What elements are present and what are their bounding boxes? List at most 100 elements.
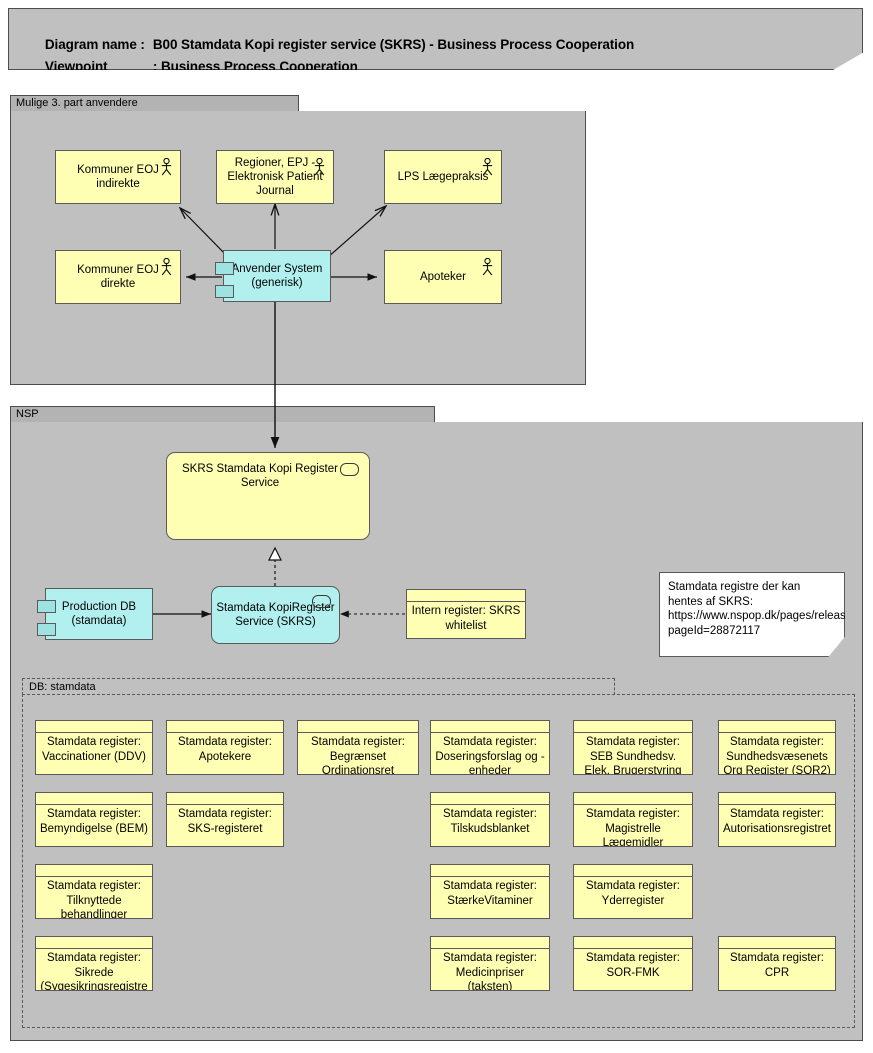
register-label: Stamdata register: SOR-FMK	[586, 952, 680, 979]
register-label: Stamdata register: Autorisationsregistre…	[722, 808, 832, 835]
register-box[interactable]: Stamdata register: SOR-FMK	[573, 936, 693, 991]
internal-register-skrs-whitelist[interactable]: Intern register: SKRS whitelist	[406, 589, 526, 639]
register-box[interactable]: Stamdata register: Sundhedsvæsenets Org …	[718, 720, 836, 775]
register-box[interactable]: Stamdata register: Tilknyttede behandlin…	[35, 864, 153, 919]
actor-label: Kommuner EOJ direkte	[77, 264, 159, 290]
box-body: Intern register: SKRS whitelist	[407, 602, 525, 638]
service-label: SKRS Stamdata Kopi Register Service	[182, 463, 338, 489]
box-body: Stamdata register: Tilknyttede behandlin…	[36, 877, 152, 918]
box-body: Stamdata register: Autorisationsregistre…	[719, 805, 835, 846]
register-label: Stamdata register: Yderregister	[586, 880, 680, 907]
component-tab-icon	[215, 262, 234, 275]
box-body: Stamdata register: Bemyndigelse (BEM)	[36, 805, 152, 846]
service-skrs-stamdata-kopi-register[interactable]: SKRS Stamdata Kopi Register Service	[166, 452, 370, 540]
register-box[interactable]: Stamdata register: Yderregister	[573, 864, 693, 919]
actor-label: Regioner, EPJ - Elektronisk Patient Jour…	[227, 157, 323, 197]
actor-icon	[161, 258, 172, 276]
box-body: Stamdata register: Magistrelle Lægemidle…	[574, 805, 692, 846]
box-header-strip	[36, 865, 152, 877]
register-box[interactable]: Stamdata register: Bemyndigelse (BEM)	[35, 792, 153, 847]
register-label: Stamdata register: Vaccinationer (DDV)	[42, 736, 146, 763]
box-body: Stamdata register: Tilskudsblanket	[431, 805, 549, 846]
component-stamdata-kopiregister-service[interactable]: Stamdata KopiRegister Service (SKRS)	[211, 586, 340, 644]
component-label: Anvender System (generisk)	[231, 263, 323, 289]
viewpoint-value: : Business Process Cooperation	[152, 59, 358, 74]
box-header-strip	[36, 793, 152, 805]
box-header-strip	[719, 937, 835, 949]
register-box[interactable]: Stamdata register: Vaccinationer (DDV)	[35, 720, 153, 775]
box-header-strip	[167, 793, 283, 805]
register-box[interactable]: Stamdata register: Autorisationsregistre…	[718, 792, 836, 847]
box-header-strip	[431, 721, 549, 733]
actor-icon	[314, 158, 325, 176]
box-header-strip	[36, 937, 152, 949]
component-anvender-system[interactable]: Anvender System (generisk)	[215, 250, 331, 302]
register-label: Stamdata register: CPR	[730, 952, 824, 979]
box-header-strip	[431, 865, 549, 877]
box-body: Stamdata register: Apotekere	[167, 733, 283, 774]
register-box[interactable]: Stamdata register: CPR	[718, 936, 836, 991]
note-text: Stamdata registre der kan hentes af SKRS…	[668, 581, 873, 637]
diagram-title-banner: Diagram name : B00 Stamdata Kopi register…	[8, 8, 863, 70]
component-tab-icon	[215, 285, 234, 298]
register-box[interactable]: Stamdata register: SKS-registeret	[166, 792, 284, 847]
interface-icon	[312, 595, 331, 608]
component-production-db[interactable]: Production DB (stamdata)	[37, 588, 153, 640]
register-box[interactable]: Stamdata register: Sikrede (Sygesikrings…	[35, 936, 153, 991]
actor-apoteker[interactable]: Apoteker	[384, 250, 502, 304]
component-label: Production DB (stamdata)	[61, 601, 137, 627]
component-tab-icon	[37, 600, 56, 613]
register-box[interactable]: Stamdata register: Apotekere	[166, 720, 284, 775]
group-third-party: Mulige 3. part anvendere	[10, 95, 586, 385]
register-box[interactable]: Stamdata register: Begrænset Ordinations…	[297, 720, 419, 775]
register-label: Stamdata register: StærkeVitaminer	[443, 880, 537, 907]
box-header-strip	[298, 721, 418, 733]
actor-icon	[482, 258, 493, 276]
box-body: Stamdata register: Yderregister	[574, 877, 692, 918]
box-header-strip	[574, 865, 692, 877]
box-header-strip	[167, 721, 283, 733]
component-tab-icon	[37, 623, 56, 636]
box-header-strip	[719, 793, 835, 805]
box-body: Stamdata register: Medicinpriser (takste…	[431, 949, 549, 990]
register-label: Stamdata register: Bemyndigelse (BEM)	[39, 808, 148, 835]
diagram-name-line: Diagram name : B00 Stamdata Kopi register…	[23, 22, 634, 67]
actor-label: LPS Lægepraksis	[397, 171, 489, 183]
actor-label: Kommuner EOJ indirekte	[77, 164, 159, 190]
register-box[interactable]: Stamdata register: SEB Sundhedsv. Elek. …	[573, 720, 693, 775]
register-label: Stamdata register: Tilskudsblanket	[443, 808, 537, 835]
register-box[interactable]: Stamdata register: Doseringsforslag og -…	[430, 720, 550, 775]
actor-icon	[482, 158, 493, 176]
box-header-strip	[719, 721, 835, 733]
actor-regioner-epj[interactable]: Regioner, EPJ - Elektronisk Patient Jour…	[216, 150, 334, 204]
actor-lps-laegepraksis[interactable]: LPS Lægepraksis	[384, 150, 502, 204]
box-header-strip	[407, 590, 525, 602]
register-label: Stamdata register: SKS-registeret	[178, 808, 272, 835]
group-third-party-label: Mulige 3. part anvendere	[10, 95, 299, 112]
box-body: Stamdata register: Sundhedsvæsenets Org …	[719, 733, 835, 774]
group-nsp-label: NSP	[10, 406, 435, 423]
box-body: Stamdata register: Doseringsforslag og -…	[431, 733, 549, 774]
box-header-strip	[574, 793, 692, 805]
diagram-name-value: B00 Stamdata Kopi register service (SKRS…	[152, 37, 635, 52]
internal-register-label: Intern register: SKRS whitelist	[411, 605, 521, 632]
box-body: Stamdata register: SKS-registeret	[167, 805, 283, 846]
register-label: Stamdata register: Tilknyttede behandlin…	[47, 880, 141, 919]
actor-kommuner-eoj-direkte[interactable]: Kommuner EOJ direkte	[55, 250, 181, 304]
register-label: Stamdata register: Begrænset Ordinations…	[311, 736, 405, 775]
actor-kommuner-eoj-indirekte[interactable]: Kommuner EOJ indirekte	[55, 150, 181, 204]
register-box[interactable]: Stamdata register: Magistrelle Lægemidle…	[573, 792, 693, 847]
box-body: Stamdata register: StærkeVitaminer	[431, 877, 549, 918]
register-box[interactable]: Stamdata register: StærkeVitaminer	[430, 864, 550, 919]
diagram-name-key: Diagram name :	[44, 37, 145, 52]
group-db-stamdata: DB: stamdata	[22, 678, 855, 1028]
register-label: Stamdata register: Doseringsforslag og -…	[435, 736, 545, 775]
register-label: Stamdata register: SEB Sundhedsv. Elek. …	[584, 736, 682, 775]
box-body: Stamdata register: SOR-FMK	[574, 949, 692, 990]
register-box[interactable]: Stamdata register: Medicinpriser (takste…	[430, 936, 550, 991]
note-stamdata-registre: Stamdata registre der kan hentes af SKRS…	[659, 572, 845, 657]
register-box[interactable]: Stamdata register: Tilskudsblanket	[430, 792, 550, 847]
viewpoint-line: Viewpoint: Business Process Cooperation	[23, 44, 358, 74]
interface-icon	[340, 463, 359, 476]
